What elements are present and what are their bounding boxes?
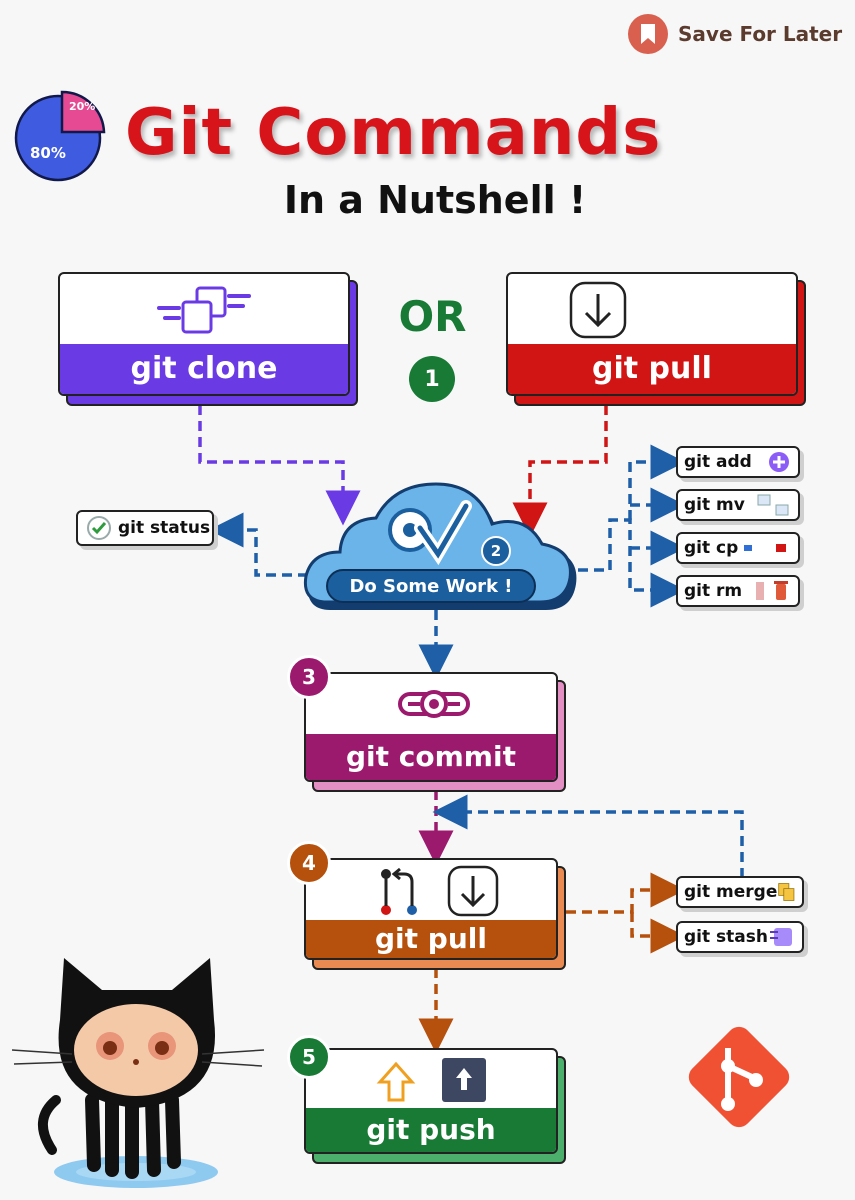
clone-icon bbox=[157, 286, 251, 334]
git-logo-icon bbox=[688, 1026, 790, 1128]
save-for-later-button[interactable]: Save For Later bbox=[628, 12, 850, 56]
move-files-icon bbox=[757, 494, 789, 516]
git-cp-label: git cp bbox=[684, 538, 739, 558]
git-pull-mid-card[interactable]: git pull bbox=[304, 858, 558, 960]
save-for-later-label: Save For Later bbox=[678, 22, 843, 46]
git-pull-top-label: git pull bbox=[508, 344, 796, 394]
step-4-badge: 4 bbox=[287, 841, 331, 885]
pull-to-work-arrow bbox=[512, 405, 608, 538]
git-merge-chip[interactable]: git merge bbox=[676, 876, 804, 908]
octocat-mascot-icon bbox=[12, 958, 265, 1188]
pull-request-icon bbox=[381, 867, 417, 915]
git-add-label: git add bbox=[684, 452, 752, 472]
step-3-badge: 3 bbox=[287, 655, 331, 699]
pull-to-merge-stash-arrow bbox=[566, 872, 686, 914]
step-2-badge: 2 bbox=[481, 536, 511, 566]
down-arrow-icon bbox=[447, 865, 499, 917]
stash-icon bbox=[770, 928, 792, 946]
page-subtitle: In a Nutshell ! bbox=[283, 178, 587, 222]
down-arrow-icon bbox=[569, 281, 627, 339]
git-mv-label: git mv bbox=[684, 495, 745, 515]
commit-icon bbox=[398, 690, 470, 718]
step-1-badge: 1 bbox=[409, 356, 455, 402]
git-cp-chip[interactable]: git cp bbox=[676, 532, 800, 564]
git-clone-label: git clone bbox=[60, 344, 348, 394]
step-5-badge: 5 bbox=[287, 1035, 331, 1079]
bookmark-icon bbox=[628, 14, 668, 54]
pie-chart-icon bbox=[14, 90, 106, 182]
git-clone-card[interactable]: git clone bbox=[58, 272, 350, 396]
pie-large-label: 80% bbox=[30, 144, 66, 162]
git-commit-card[interactable]: git commit bbox=[304, 672, 558, 782]
pie-small-label: 20% bbox=[69, 100, 96, 113]
git-add-chip[interactable]: git add bbox=[676, 446, 800, 478]
merge-icon bbox=[778, 883, 795, 901]
git-status-label: git status bbox=[118, 518, 211, 538]
git-stash-chip[interactable]: git stash bbox=[676, 921, 804, 953]
upload-icon bbox=[442, 1058, 486, 1102]
git-pull-top-card[interactable]: git pull bbox=[506, 272, 798, 396]
git-push-label: git push bbox=[306, 1108, 556, 1152]
git-stash-label: git stash bbox=[684, 927, 768, 947]
page-title: Git Commands bbox=[125, 96, 662, 170]
clone-to-work-arrow bbox=[198, 405, 361, 526]
work-to-commands-arrow bbox=[578, 518, 686, 608]
git-merge-label: git merge bbox=[684, 882, 778, 902]
git-pull-mid-label: git pull bbox=[306, 920, 556, 958]
copy-icon bbox=[744, 544, 786, 552]
gear-check-icon bbox=[388, 500, 472, 566]
do-some-work-label: Do Some Work ! bbox=[326, 569, 536, 603]
git-rm-label: git rm bbox=[684, 581, 743, 601]
git-status-chip[interactable]: git status bbox=[76, 510, 214, 546]
plus-circle-icon bbox=[769, 452, 789, 472]
work-to-status-arrow bbox=[208, 512, 308, 577]
git-mv-chip[interactable]: git mv bbox=[676, 489, 800, 521]
up-arrow-icon bbox=[376, 1061, 416, 1102]
git-commit-label: git commit bbox=[306, 734, 556, 780]
git-rm-chip[interactable]: git rm bbox=[676, 575, 800, 607]
or-label: OR bbox=[398, 292, 467, 341]
trash-icon bbox=[756, 581, 788, 600]
checkmark-icon bbox=[87, 516, 111, 540]
git-push-card[interactable]: git push bbox=[304, 1048, 558, 1154]
progress-pie: 80% 20% bbox=[12, 88, 107, 183]
loop-back-arrow bbox=[432, 794, 744, 878]
